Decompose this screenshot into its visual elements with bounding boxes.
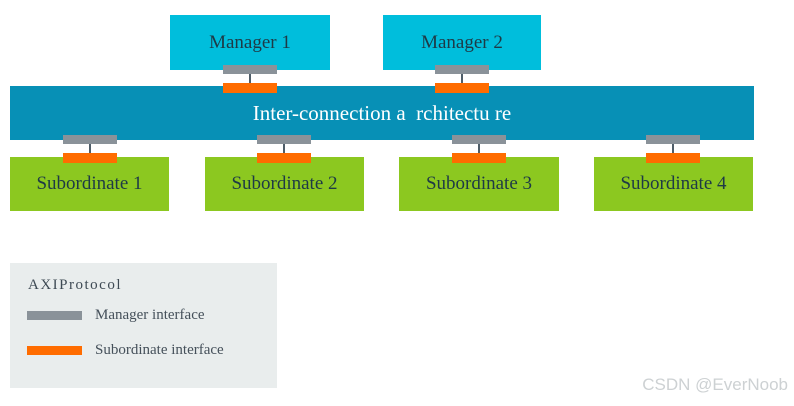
subordinate-interface-bar [63, 153, 117, 163]
subordinate-4-box: Subordinate 4 [594, 157, 753, 211]
manager-1-label: Manager 1 [209, 31, 291, 53]
manager-interface-bar [63, 135, 117, 144]
manager-2-connector [435, 65, 489, 93]
subordinate-interface-bar [452, 153, 506, 163]
subordinate-2-box: Subordinate 2 [205, 157, 364, 211]
connector-line [283, 144, 285, 153]
interconnect-label: Inter-connection a rchitectu re [252, 100, 512, 125]
subordinate-3-label: Subordinate 3 [425, 173, 533, 194]
manager-interface-bar [223, 65, 277, 74]
legend-item-subordinate-interface: Subordinate interface [27, 342, 224, 359]
manager-interface-swatch [27, 311, 82, 320]
legend-title: AXIProtocol [28, 277, 122, 293]
subordinate-interface-bar [435, 83, 489, 93]
legend-item-manager-interface: Manager interface [27, 307, 205, 324]
connector-line [249, 74, 251, 83]
subordinate-interface-bar [257, 153, 311, 163]
subordinate-interface-swatch [27, 346, 82, 355]
connector-line [478, 144, 480, 153]
subordinate-4-label: Subordinate 4 [620, 173, 727, 194]
subordinate-2-connector [257, 135, 311, 163]
subordinate-4-connector [646, 135, 700, 163]
legend-label: Subordinate interface [95, 342, 224, 358]
connector-line [89, 144, 91, 153]
manager-interface-bar [646, 135, 700, 144]
subordinate-1-connector [63, 135, 117, 163]
connector-line [461, 74, 463, 83]
subordinate-3-connector [452, 135, 506, 163]
connector-line [672, 144, 674, 153]
manager-interface-bar [257, 135, 311, 144]
watermark: CSDN @EverNoob [642, 375, 788, 394]
legend-panel: AXIProtocol Manager interface Subordinat… [10, 263, 277, 388]
manager-interface-bar [435, 65, 489, 74]
subordinate-3-box: Subordinate 3 [399, 157, 559, 211]
subordinate-interface-bar [646, 153, 700, 163]
subordinate-1-label: Subordinate 1 [36, 173, 143, 194]
manager-2-box: Manager 2 [383, 15, 541, 70]
subordinate-1-box: Subordinate 1 [10, 157, 169, 211]
subordinate-2-label: Subordinate 2 [231, 173, 338, 194]
manager-2-label: Manager 2 [421, 31, 503, 53]
manager-interface-bar [452, 135, 506, 144]
subordinate-interface-bar [223, 83, 277, 93]
legend-label: Manager interface [95, 307, 205, 323]
manager-1-connector [223, 65, 277, 93]
manager-1-box: Manager 1 [170, 15, 330, 70]
interconnect-bar: Inter-connection a rchitectu re [10, 86, 754, 140]
